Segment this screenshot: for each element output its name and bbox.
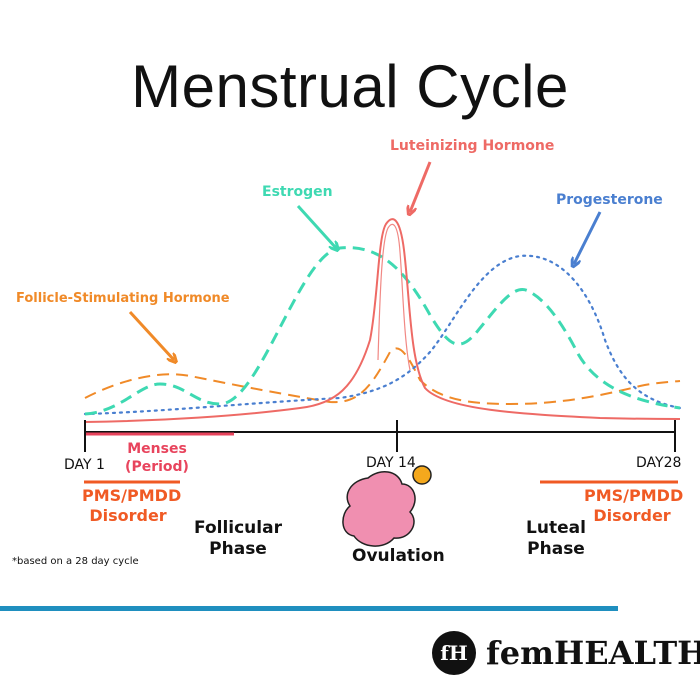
brand-logo-icon: fH [432, 631, 476, 675]
lh-label: Luteinizing Hormone [390, 138, 555, 154]
pms-left-label: PMS/PMDD Disorder [82, 486, 182, 526]
follicular-line1: Follicular [194, 518, 282, 538]
fsh-curve [84, 347, 681, 406]
ovulation-label: Ovulation [352, 546, 445, 566]
day1-label: DAY 1 [64, 457, 105, 473]
pms-right-label: PMS/PMDD Disorder [584, 486, 684, 526]
luteal-line2: Phase [527, 539, 585, 559]
page-title: Menstrual Cycle [131, 53, 569, 120]
lh-arrow [410, 161, 432, 212]
follicular-phase-label: Follicular Phase [186, 518, 290, 560]
progesterone-label: Progesterone [556, 192, 663, 208]
progesterone-curve [83, 254, 682, 416]
pms-left-line2: Disorder [89, 506, 167, 525]
brand-name: femHEALTH. [486, 634, 700, 672]
footnote: *based on a 28 day cycle [12, 556, 139, 567]
menses-line1: Menses [127, 441, 187, 457]
pms-left-line1: PMS/PMDD [82, 486, 182, 505]
menses-label: Menses (Period) [120, 440, 194, 476]
follicular-line2: Phase [209, 539, 267, 559]
fsh-arrow [128, 310, 174, 360]
progesterone-arrow [574, 211, 602, 264]
brand: fH femHEALTH. [432, 630, 700, 676]
estrogen-label: Estrogen [262, 184, 333, 200]
day14-label: DAY 14 [366, 455, 416, 471]
day28-label: DAY28 [636, 455, 682, 471]
egg-shape [342, 471, 416, 547]
luteal-phase-label: Luteal Phase [516, 518, 596, 560]
pms-right-line2: Disorder [593, 506, 671, 525]
estrogen-arrow [296, 204, 336, 248]
lh-curve [84, 218, 681, 423]
pms-right-line1: PMS/PMDD [584, 486, 684, 505]
luteal-line1: Luteal [526, 518, 586, 538]
estrogen-curve [84, 246, 681, 416]
follicle-dot [412, 465, 432, 485]
fsh-label: Follicle-Stimulating Hormone [16, 291, 230, 306]
menses-line2: (Period) [125, 459, 189, 475]
footer-bar [0, 606, 618, 611]
